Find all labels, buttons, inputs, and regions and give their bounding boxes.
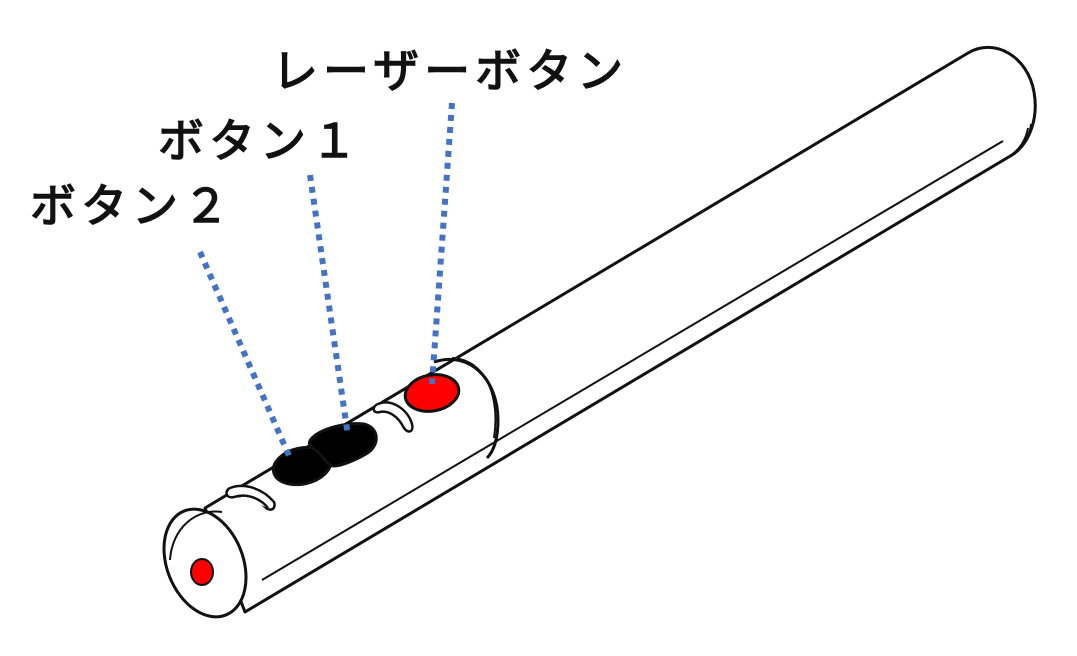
front-section-seam-inner	[451, 357, 497, 439]
front-section-seam	[433, 357, 500, 460]
barrel-edge-line	[261, 140, 1004, 581]
label-laser-button: レーザーボタン	[272, 44, 629, 98]
front-grip-slot	[225, 484, 276, 511]
label-button-1: ボタン１	[158, 114, 362, 168]
button-1[interactable]	[308, 422, 378, 468]
front-cap-rim	[169, 510, 223, 561]
laser-button[interactable]	[402, 371, 461, 416]
leader-lines	[197, 102, 455, 460]
tail-rings	[1009, 123, 1032, 157]
leader-line-laser-button	[429, 102, 455, 385]
rear-grip-slot	[372, 401, 414, 433]
leader-line-button-1	[307, 174, 351, 437]
label-button-2: ボタン２	[30, 179, 234, 233]
leader-line-button-2	[197, 250, 293, 460]
laser-emitter	[190, 558, 214, 586]
